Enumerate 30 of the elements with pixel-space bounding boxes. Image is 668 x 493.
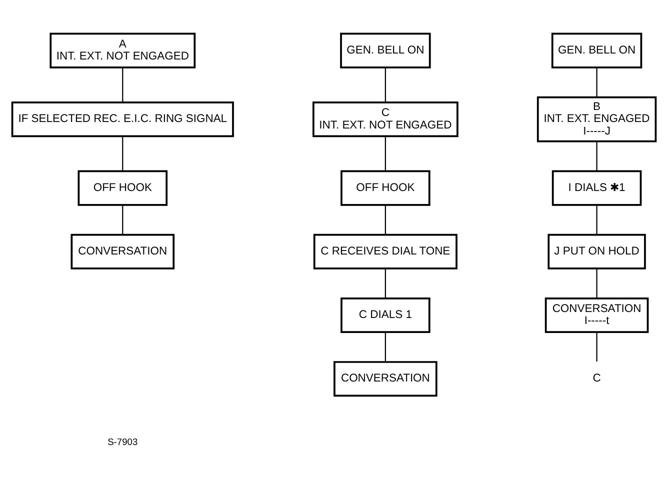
connector: [384, 68, 386, 102]
connector: [122, 68, 124, 102]
node-box: B INT. EXT. ENGAGED I-----J: [536, 96, 657, 142]
node-box: J PUT ON HOLD: [548, 234, 646, 270]
node-box: GEN. BELL ON: [551, 32, 642, 68]
connector: [384, 268, 386, 298]
connector: [384, 332, 386, 362]
node-box: OFF HOOK: [340, 170, 430, 206]
connector: [596, 68, 598, 98]
node-box: I DIALS ✱1: [552, 170, 642, 206]
node-box: CONVERSATION: [70, 234, 175, 270]
connector: [596, 141, 598, 172]
label: S-7903: [108, 436, 138, 447]
node-box: C DIALS 1: [340, 297, 430, 333]
node-box: CONVERSATION I-----t: [544, 297, 649, 333]
connector: [384, 205, 386, 234]
connector: [122, 205, 124, 234]
node-box: OFF HOOK: [78, 170, 168, 206]
connector: [122, 136, 124, 172]
node-box: C INT. EXT. NOT ENGAGED: [312, 102, 458, 138]
node-box: C RECEIVES DIAL TONE: [313, 234, 458, 270]
connector: [596, 205, 598, 234]
connector: [596, 268, 598, 298]
node-box: CONVERSATION: [334, 361, 438, 397]
node-box: A INT. EXT. NOT ENGAGED: [50, 32, 196, 68]
connector: [596, 332, 598, 362]
node-box: GEN. BELL ON: [340, 32, 431, 68]
node-box: IF SELECTED REC. E.I.C. RING SIGNAL: [11, 102, 234, 138]
connector: [384, 136, 386, 172]
node-text: C: [592, 372, 601, 385]
